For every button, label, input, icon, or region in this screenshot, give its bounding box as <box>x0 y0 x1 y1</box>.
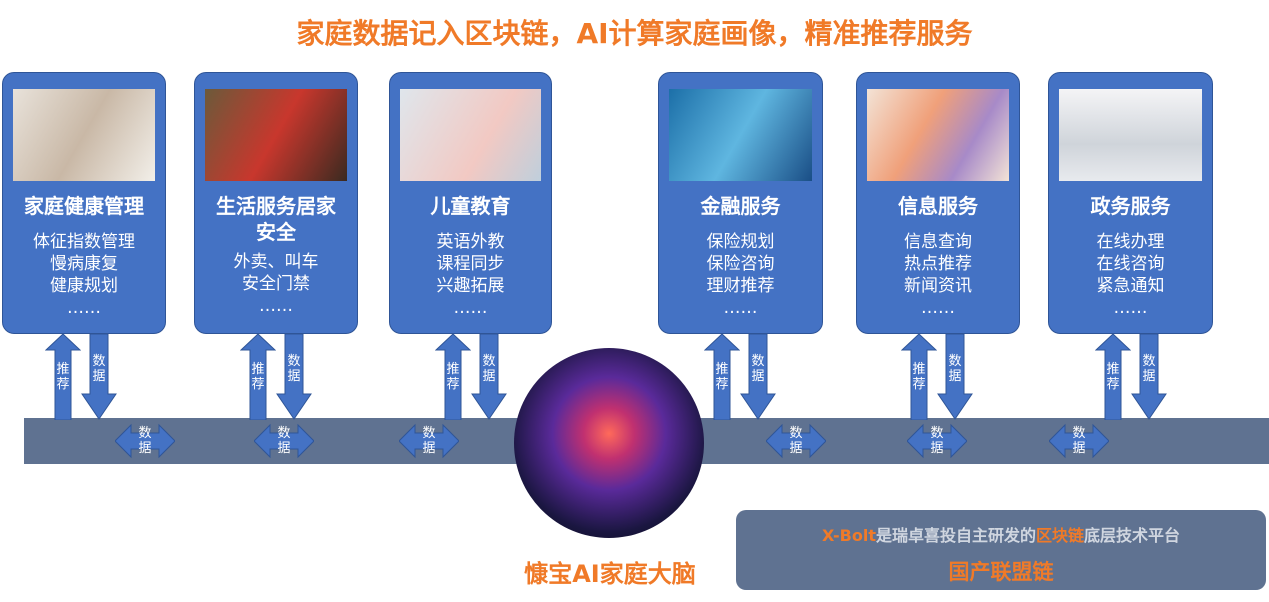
data-exchange-label: 数据 <box>422 426 436 456</box>
card-line: 紧急通知 <box>1096 276 1165 296</box>
data-exchange-label: 数据 <box>277 426 291 456</box>
card-line: 保险规划 <box>706 232 775 252</box>
card-line: 保险咨询 <box>706 254 775 274</box>
ai-brain-image <box>514 348 704 538</box>
recommend-label: 推荐 <box>251 362 265 392</box>
data-label: 数据 <box>287 354 301 384</box>
recommend-label: 推荐 <box>446 362 460 392</box>
xbolt-description: X-Bolt是瑞卓喜投自主研发的区块链底层技术平台 <box>736 522 1266 546</box>
card-line: …… <box>67 298 101 318</box>
data-label: 数据 <box>751 354 765 384</box>
card-line: 新闻资讯 <box>904 276 972 296</box>
recommend-up-arrow <box>901 334 937 420</box>
card-photo <box>669 89 812 181</box>
xbolt-subtitle: 国产联盟链 <box>948 560 1054 584</box>
service-card[interactable]: 生活服务居家安全 外卖、叫车安全门禁…… <box>194 72 358 334</box>
card-line: 信息查询 <box>904 232 972 252</box>
data-down-arrow <box>276 334 312 420</box>
recommend-up-arrow <box>704 334 740 420</box>
card-line: …… <box>259 296 293 316</box>
service-card[interactable]: 儿童教育 英语外教课程同步兴趣拓展…… <box>389 72 552 334</box>
data-exchange-arrow <box>254 423 314 459</box>
xbolt-chain: 区块链 <box>1035 526 1084 545</box>
card-title: 生活服务居家安全 <box>216 194 336 244</box>
card-line: 课程同步 <box>436 254 505 274</box>
service-card[interactable]: 家庭健康管理 体征指数管理慢病康复健康规划…… <box>2 72 166 334</box>
service-card[interactable]: 政务服务 在线办理在线咨询紧急通知…… <box>1048 72 1213 334</box>
card-line: 英语外教 <box>436 232 505 252</box>
card-line: …… <box>921 298 955 318</box>
card-line: 理财推荐 <box>706 276 775 296</box>
card-photo <box>205 89 347 181</box>
recommend-up-arrow <box>1095 334 1131 420</box>
data-label: 数据 <box>92 354 106 384</box>
data-exchange-arrow <box>1049 423 1109 459</box>
card-line: 慢病康复 <box>50 254 118 274</box>
card-line: …… <box>1113 298 1148 318</box>
card-photo <box>867 89 1009 181</box>
card-line: 健康规划 <box>50 276 118 296</box>
data-label: 数据 <box>482 354 496 384</box>
data-label: 数据 <box>1142 354 1156 384</box>
brain-label: 慷宝AI家庭大脑 <box>524 560 696 588</box>
recommend-label: 推荐 <box>912 362 926 392</box>
data-down-arrow <box>937 334 973 420</box>
data-down-arrow <box>740 334 776 420</box>
card-title: 家庭健康管理 <box>24 194 144 218</box>
card-line: …… <box>453 298 488 318</box>
card-line: …… <box>723 298 758 318</box>
card-line: 体征指数管理 <box>33 232 135 252</box>
data-down-arrow <box>471 334 507 420</box>
data-exchange-label: 数据 <box>138 426 152 456</box>
recommend-label: 推荐 <box>1106 362 1120 392</box>
xbolt-tail: 底层技术平台 <box>1084 526 1181 545</box>
data-exchange-label: 数据 <box>930 426 944 456</box>
xbolt-box: X-Bolt是瑞卓喜投自主研发的区块链底层技术平台 国产联盟链 <box>736 510 1266 590</box>
card-line: 兴趣拓展 <box>436 276 505 296</box>
card-title: 政务服务 <box>1090 194 1171 218</box>
service-card[interactable]: 信息服务 信息查询热点推荐新闻资讯…… <box>856 72 1020 334</box>
card-line: 安全门禁 <box>242 274 310 294</box>
data-exchange-label: 数据 <box>1072 426 1086 456</box>
recommend-label: 推荐 <box>56 362 70 392</box>
data-down-arrow <box>1131 334 1167 420</box>
card-title: 信息服务 <box>898 194 978 218</box>
data-exchange-arrow <box>115 423 175 459</box>
recommend-up-arrow <box>45 334 81 420</box>
data-exchange-arrow <box>907 423 967 459</box>
card-line: 外卖、叫车 <box>233 252 319 272</box>
page-title: 家庭数据记入区块链，AI计算家庭画像，精准推荐服务 <box>296 17 973 50</box>
card-title: 儿童教育 <box>430 194 511 218</box>
card-line: 热点推荐 <box>904 254 972 274</box>
service-card[interactable]: 金融服务 保险规划保险咨询理财推荐…… <box>658 72 823 334</box>
data-exchange-arrow <box>766 423 826 459</box>
recommend-label: 推荐 <box>715 362 729 392</box>
card-photo <box>1059 89 1202 181</box>
recommend-up-arrow <box>240 334 276 420</box>
card-photo <box>13 89 155 181</box>
recommend-up-arrow <box>435 334 471 420</box>
card-title: 金融服务 <box>700 194 781 218</box>
card-line: 在线咨询 <box>1096 254 1165 274</box>
card-line: 在线办理 <box>1096 232 1165 252</box>
xbolt-brand: X-Bolt <box>821 526 876 545</box>
card-photo <box>400 89 541 181</box>
data-label: 数据 <box>948 354 962 384</box>
data-exchange-label: 数据 <box>789 426 803 456</box>
data-exchange-arrow <box>399 423 459 459</box>
data-down-arrow <box>81 334 117 420</box>
xbolt-mid: 是瑞卓喜投自主研发的 <box>875 526 1036 545</box>
